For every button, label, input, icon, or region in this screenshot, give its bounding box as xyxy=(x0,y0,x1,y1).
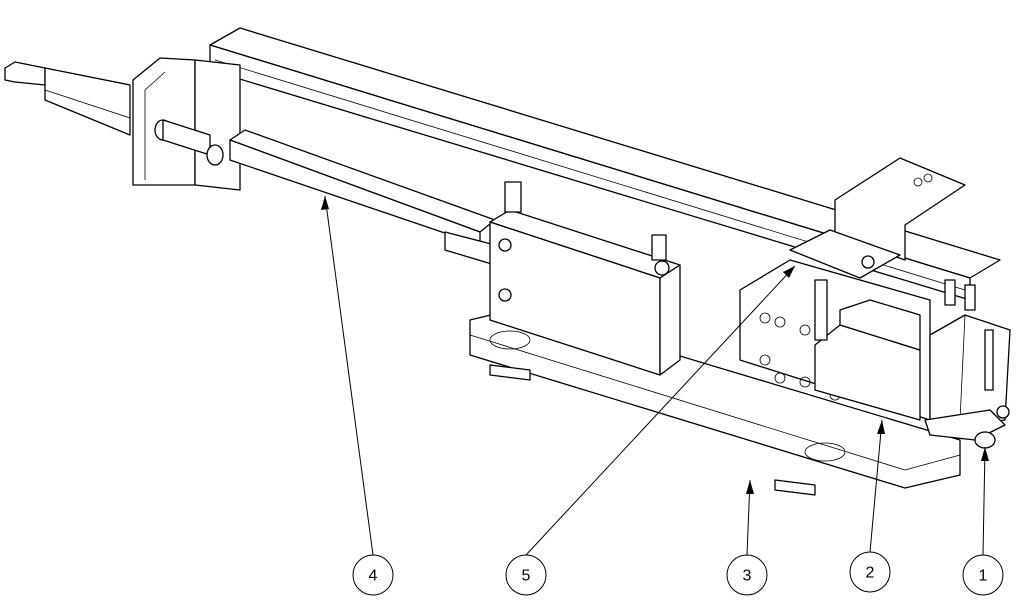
balloon-label: 2 xyxy=(866,565,875,582)
balloon-1: 1 xyxy=(962,554,1004,596)
gripper-head xyxy=(924,279,1011,449)
arrowhead-1 xyxy=(981,447,989,461)
balloon-label: 3 xyxy=(743,568,752,585)
bracket xyxy=(789,157,966,279)
guide-rod xyxy=(154,119,496,266)
arrowhead-4 xyxy=(321,196,329,210)
balloon-4: 4 xyxy=(352,554,394,596)
balloon-label: 5 xyxy=(522,568,531,585)
arrowhead-2 xyxy=(877,420,885,434)
leader-line-1 xyxy=(982,446,986,556)
end-block xyxy=(132,57,241,191)
leader-line-2 xyxy=(869,419,883,553)
carriage-block xyxy=(489,181,681,376)
valve-block xyxy=(814,279,921,421)
leader-lines xyxy=(321,195,989,556)
arrowhead-5 xyxy=(783,266,795,278)
balloon-2: 2 xyxy=(849,551,891,593)
balloon-label: 4 xyxy=(369,568,378,585)
leader-line-4 xyxy=(324,195,374,556)
leader-line-5 xyxy=(525,265,796,556)
motor-shaft xyxy=(4,61,131,136)
balloon-label: 1 xyxy=(979,568,988,585)
arrowhead-3 xyxy=(746,480,754,494)
balloon-5: 5 xyxy=(505,554,547,596)
balloon-3: 3 xyxy=(726,554,768,596)
